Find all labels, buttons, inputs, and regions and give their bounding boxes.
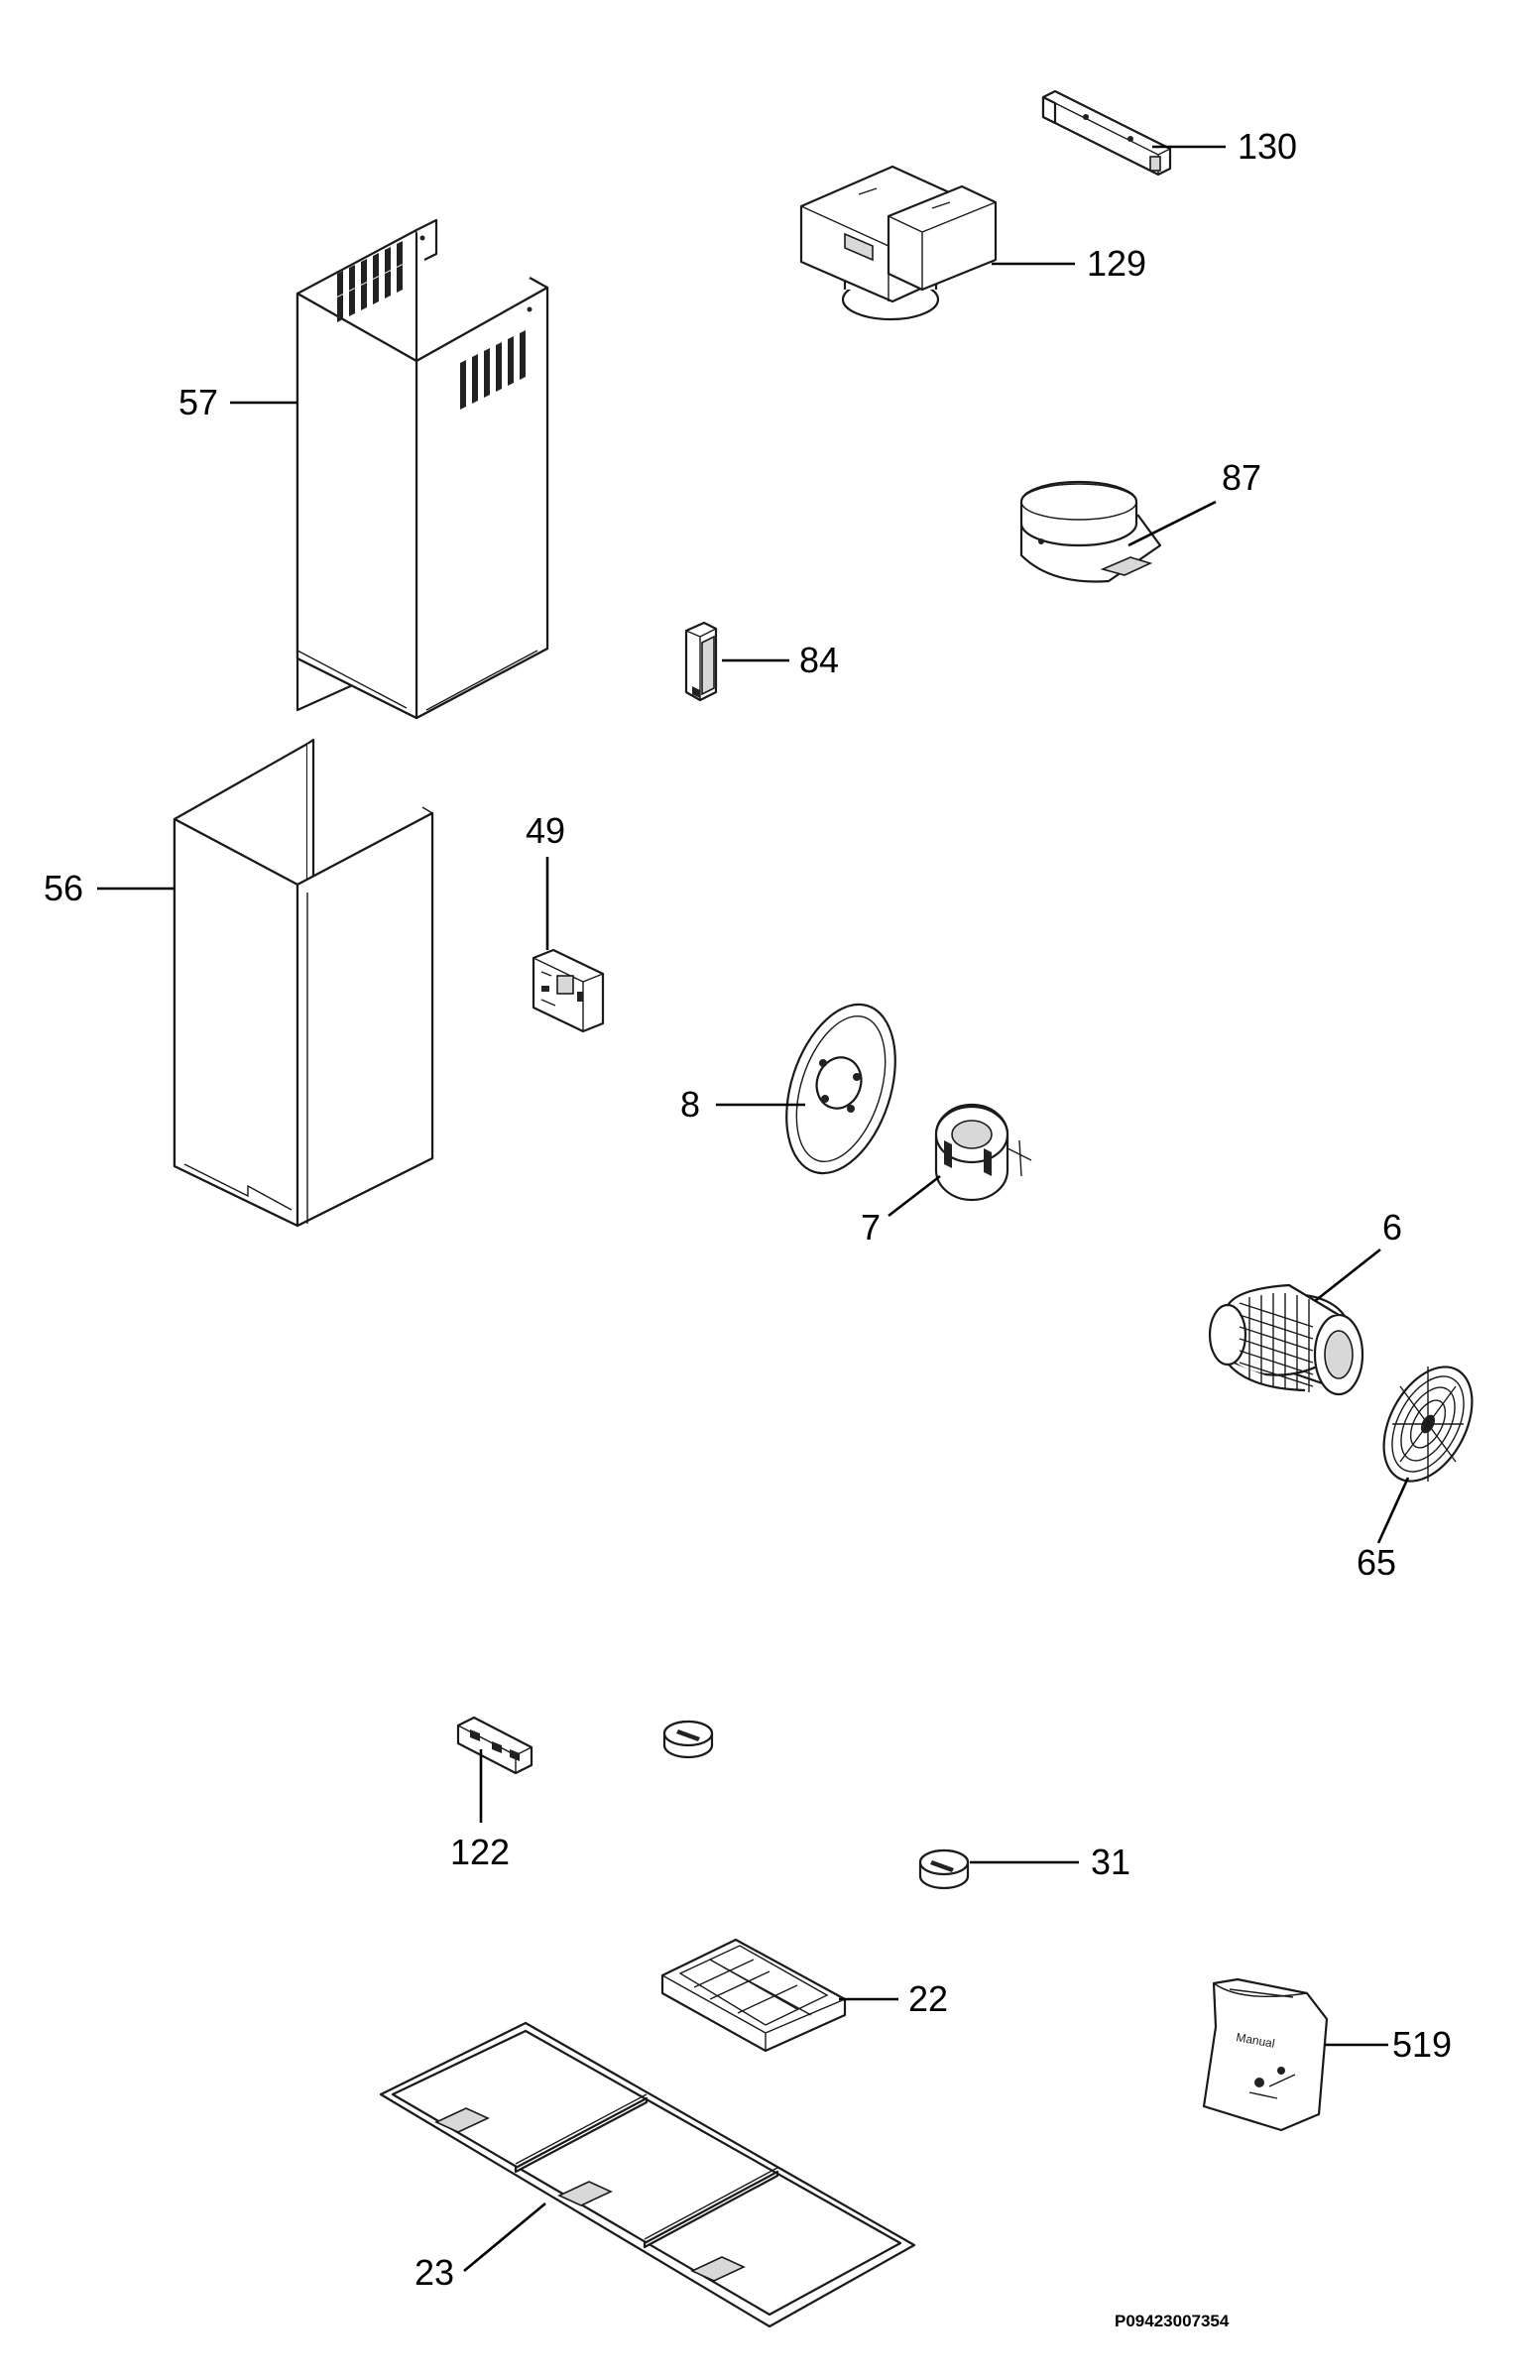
label-129: 129 — [1087, 243, 1146, 284]
vent-slots-upper-left — [337, 241, 403, 322]
label-31: 31 — [1091, 1842, 1130, 1882]
label-22: 22 — [908, 1978, 948, 2019]
part-56-lower-chimney — [173, 738, 434, 1228]
part-65-grille — [1382, 1366, 1474, 1483]
drawing-code: P09423007354 — [1115, 2312, 1230, 2330]
part-6-blower-wheel — [1208, 1283, 1364, 1396]
leader-7 — [888, 1174, 941, 1218]
leader-6 — [1314, 1248, 1381, 1303]
control-knob — [662, 1720, 714, 1759]
label-8: 8 — [680, 1084, 700, 1125]
part-57-upper-chimney — [296, 218, 549, 720]
label-65: 65 — [1357, 1542, 1396, 1583]
part-129-duct-adapter — [799, 165, 998, 321]
part-49-control-board — [532, 948, 605, 1033]
part-122-switch-block — [456, 1716, 533, 1775]
part-87-flange-ring — [1019, 480, 1162, 583]
leader-87 — [1127, 500, 1217, 547]
label-57: 57 — [178, 382, 218, 422]
label-56: 56 — [44, 868, 83, 908]
part-519-accessory-bag: Manual — [1202, 1977, 1329, 2132]
leader-65 — [1376, 1477, 1410, 1544]
vent-slots-upper-right — [460, 330, 526, 410]
label-122: 122 — [450, 1832, 510, 1872]
part-31-knob — [918, 1848, 970, 1890]
label-130: 130 — [1238, 126, 1297, 167]
label-87: 87 — [1222, 457, 1261, 498]
part-22-filter-cassette — [660, 1938, 847, 2053]
part-23-grease-filters — [379, 2021, 916, 2328]
label-23: 23 — [415, 2252, 454, 2293]
label-519: 519 — [1392, 2024, 1452, 2065]
part-84-clip — [684, 621, 718, 702]
part-8-motor-plate — [785, 1003, 896, 1175]
label-7: 7 — [861, 1207, 881, 1248]
label-6: 6 — [1382, 1207, 1402, 1248]
bag-manual-text: Manual — [1235, 2030, 1275, 2051]
part-130-bracket — [1041, 89, 1172, 177]
part-7-motor — [934, 1103, 1032, 1202]
label-49: 49 — [526, 810, 565, 851]
leader-23 — [463, 2202, 546, 2273]
label-84: 84 — [799, 640, 839, 680]
